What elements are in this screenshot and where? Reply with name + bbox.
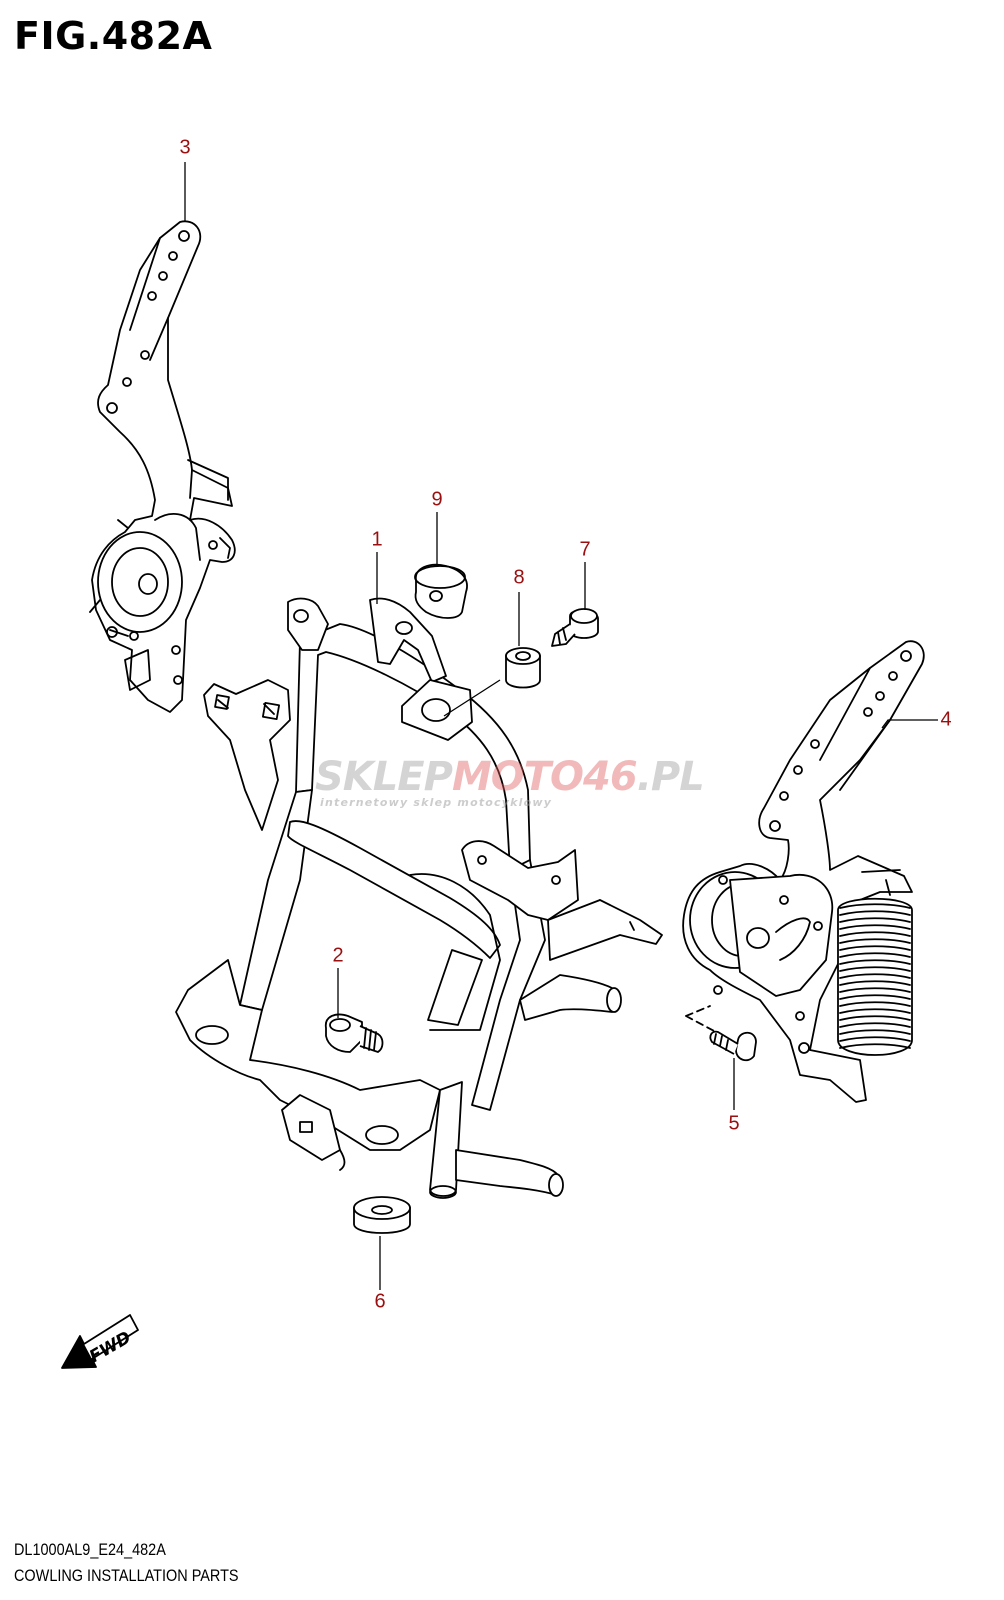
part-5-bolt: [685, 1005, 757, 1062]
watermark-tagline: internetowy sklep motocyklowy: [320, 796, 553, 809]
part-3-left-bracket: [89, 220, 236, 713]
callout-4[interactable]: 4: [940, 708, 952, 731]
part-6-grommet: [353, 1196, 411, 1234]
part-2-bolt: [324, 1013, 384, 1053]
figure-name: COWLING INSTALLATION PARTS: [14, 1566, 239, 1585]
figure-code: DL1000AL9_E24_482A: [14, 1540, 166, 1559]
part-7-bolt: [551, 608, 599, 647]
watermark-part4: .PL: [636, 754, 705, 800]
part-9-grommet: [414, 563, 468, 619]
leader-lines: [184, 162, 938, 1290]
figure-title: FIG.482A: [14, 14, 213, 58]
watermark-logo: SKLEPMOTO46.PL: [315, 754, 705, 800]
callout-1[interactable]: 1: [371, 528, 383, 551]
callout-9[interactable]: 9: [431, 488, 443, 511]
part-8-collar: [505, 647, 541, 689]
watermark-part3: 46: [583, 754, 638, 800]
part-1-frame-stay: [175, 597, 663, 1199]
spring: [837, 897, 913, 1056]
callout-2[interactable]: 2: [332, 944, 344, 967]
watermark-part1: SKLEP: [315, 754, 453, 800]
fwd-arrow-icon: FWD: [61, 1314, 139, 1369]
callout-3[interactable]: 3: [179, 136, 191, 159]
part-4-right-bracket: [682, 640, 925, 1103]
callout-8[interactable]: 8: [513, 566, 525, 589]
watermark-part2: MOTO: [451, 754, 584, 800]
callout-6[interactable]: 6: [374, 1290, 386, 1313]
callout-7[interactable]: 7: [579, 538, 591, 561]
callout-5[interactable]: 5: [728, 1112, 740, 1135]
